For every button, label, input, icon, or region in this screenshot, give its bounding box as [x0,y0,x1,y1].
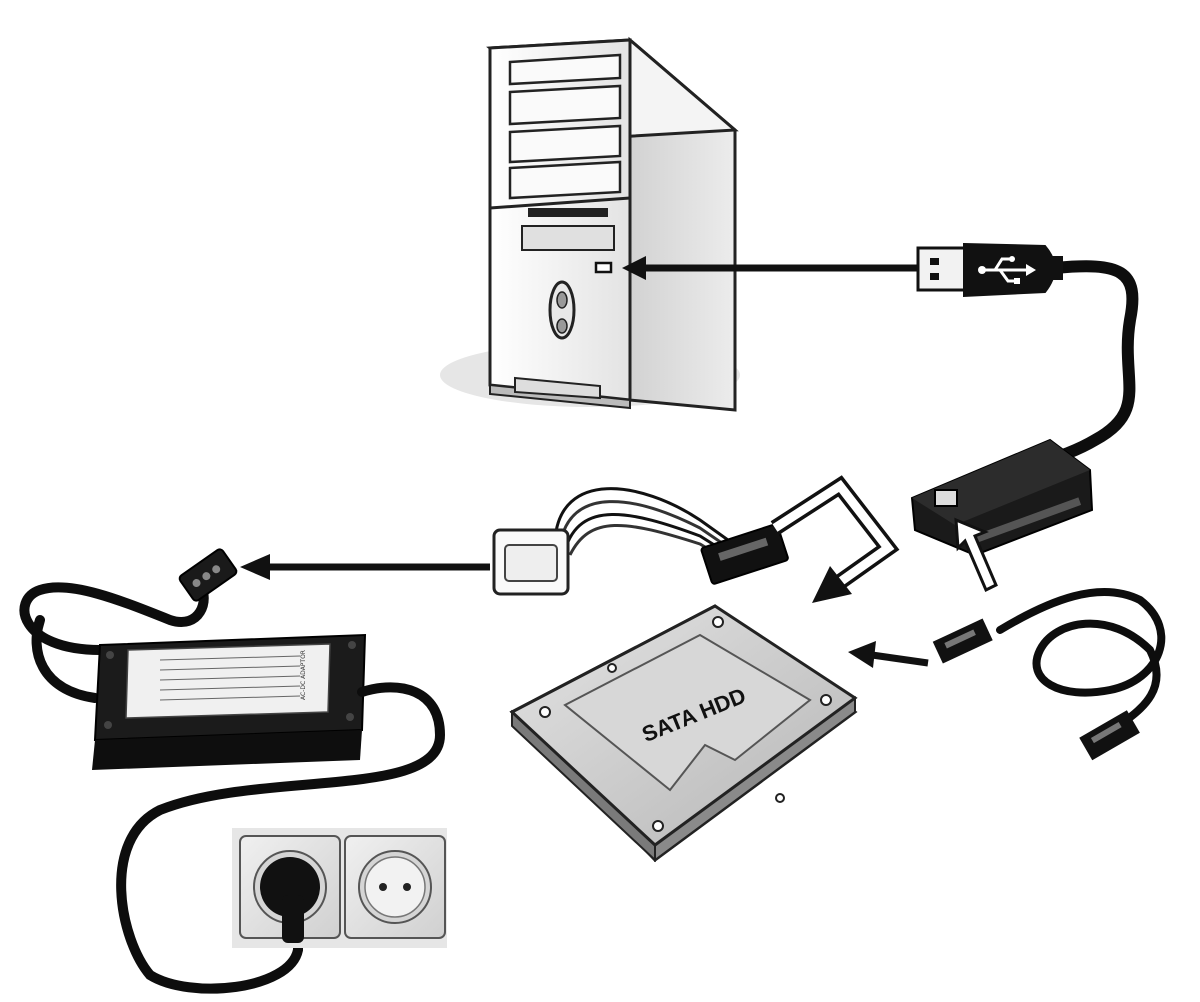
power-button[interactable] [548,280,576,340]
adapter-sata-port[interactable] [934,489,958,507]
adapter-label-text: AC-DC ADAPTOR [300,650,307,700]
sata-data-connector-a[interactable] [932,618,993,664]
data-cable-to-hdd-arrow-icon [848,641,929,668]
ac-dc-adapter: AC-DC ADAPTOR [19,548,367,770]
usb-sata-adapter [910,438,1094,557]
sata-hdd: SATA HDD [509,604,858,863]
mains-plug[interactable] [260,857,320,943]
usb-port[interactable] [594,261,613,274]
molex-connector[interactable] [492,528,570,596]
optical-drive [521,225,615,251]
drive-bays [508,53,622,200]
wall-socket [232,828,447,948]
usb-trident-icon [978,256,1036,284]
molex-to-adapter-arrow-icon [240,554,490,580]
usb-to-tower-arrow-icon [622,256,918,280]
usb-cable [916,242,1139,476]
hdd-screws [539,616,832,832]
sata-data-cable [932,588,1166,761]
sata-data-connector-b[interactable] [1079,710,1140,761]
molex-sata-power-cable [492,487,789,596]
adapter-4pin-connector[interactable] [178,548,238,602]
cable-to-adapter-arrow-icon [954,517,998,593]
usb-plug-metal[interactable] [916,246,968,292]
computer-tower [440,36,740,412]
mains-cable [116,682,446,994]
floppy-slot [528,208,608,217]
sata-power-connector[interactable] [700,523,789,585]
power-to-hdd-arrow-icon [770,475,900,603]
